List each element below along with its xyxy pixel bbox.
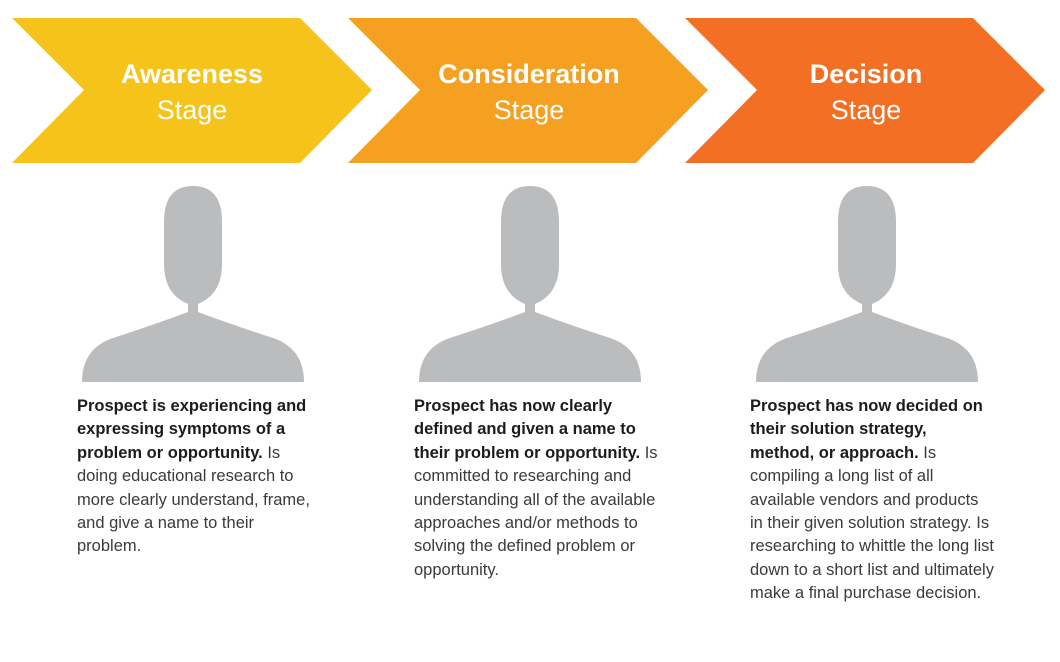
decision-arrow (685, 18, 1045, 163)
stage-arrows (12, 18, 1045, 163)
decision-description: Prospect has now decided on their soluti… (750, 395, 995, 606)
stage-word: Stage (156, 95, 228, 125)
consideration-description: Prospect has now clearly defined and giv… (414, 395, 659, 582)
stage-word: Stage (830, 95, 902, 125)
stage-name: Decision (809, 59, 923, 89)
consideration-stage-label: Consideration Stage (399, 56, 659, 128)
description-bold: Prospect has now decided on their soluti… (750, 397, 983, 462)
person-silhouette-icon (756, 186, 978, 382)
consideration-arrow (348, 18, 708, 163)
description-text: Is doing educational research to more cl… (77, 443, 310, 556)
description-bold: Prospect is experiencing and expressing … (77, 397, 307, 462)
description-bold: Prospect has now clearly defined and giv… (414, 397, 641, 462)
decision-stage-label: Decision Stage (736, 56, 996, 128)
stage-name: Awareness (120, 59, 264, 89)
awareness-stage-label: Awareness Stage (62, 56, 322, 128)
stage-word: Stage (493, 95, 565, 125)
person-silhouette-icon (82, 186, 304, 382)
description-text: Is compiling a long list of all availabl… (750, 443, 994, 603)
awareness-description: Prospect is experiencing and expressing … (77, 395, 322, 559)
awareness-arrow (12, 18, 372, 163)
stage-name: Consideration (438, 59, 620, 89)
person-silhouette-icon (419, 186, 641, 382)
description-text: Is committed to researching and understa… (414, 443, 658, 579)
